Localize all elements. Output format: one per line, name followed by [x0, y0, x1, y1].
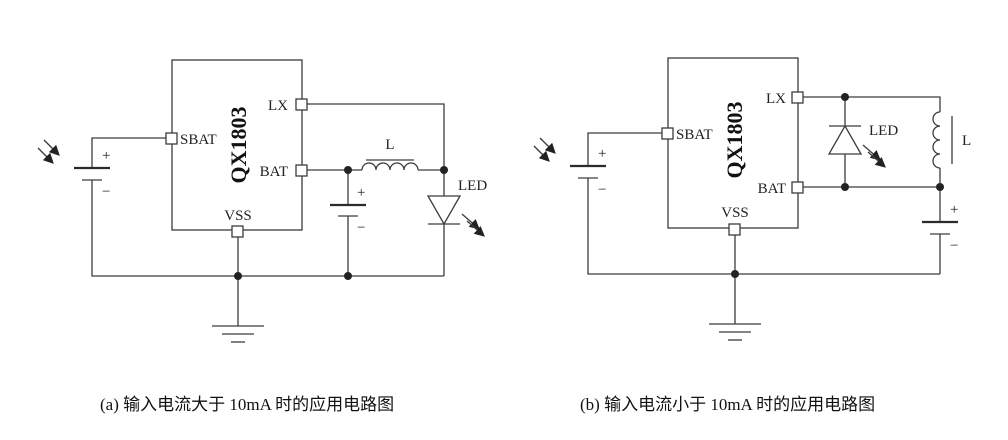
- pin-b-sbat: [661, 127, 674, 140]
- pin-a-sbat: [165, 132, 178, 145]
- svg-text:−: −: [357, 220, 365, 236]
- pin-b-lx: [791, 91, 804, 104]
- light-arrow-b2: [539, 137, 556, 154]
- inductor-b-label: L: [962, 133, 971, 149]
- pin-a-bat: [295, 164, 308, 177]
- pin-b-sbat-label: SBAT: [676, 127, 713, 143]
- led-b: [827, 124, 863, 155]
- inductor-b: [932, 111, 941, 169]
- svg-text:−: −: [598, 182, 606, 198]
- svg-text:−: −: [950, 238, 958, 254]
- inductor-a-label: L: [385, 137, 394, 153]
- svg-text:−: −: [102, 184, 110, 200]
- pin-b-bat: [791, 181, 804, 194]
- pin-b-vss-label: VSS: [721, 205, 749, 221]
- light-arrow-a1: [37, 147, 54, 164]
- led-a: [426, 195, 462, 226]
- pin-a-vss-label: VSS: [224, 208, 252, 224]
- led-b-label: LED: [869, 123, 898, 139]
- chip-a-label: QX1803: [226, 107, 251, 184]
- inductor-a: [361, 162, 419, 171]
- pin-b-vss: [728, 223, 741, 236]
- pin-a-vss: [231, 225, 244, 238]
- circuit-b: QX1803 LX SBAT BAT VSS L LED + −: [533, 57, 971, 341]
- pin-a-sbat-label: SBAT: [180, 132, 217, 148]
- light-arrow-b1: [533, 145, 550, 162]
- light-arrow-a2: [43, 139, 60, 156]
- caption-b: (b) 输入电流小于 10mA 时的应用电路图: [580, 395, 875, 414]
- pin-a-lx-label: LX: [268, 98, 288, 114]
- led-a-label: LED: [458, 178, 487, 194]
- wire-a-lx: [307, 103, 445, 170]
- caption-a: (a) 输入电流大于 10mA 时的应用电路图: [100, 395, 394, 414]
- chip-b-label: QX1803: [722, 102, 747, 179]
- svg-text:+: +: [357, 185, 365, 201]
- pin-b-bat-label: BAT: [758, 181, 786, 197]
- svg-text:+: +: [598, 146, 606, 162]
- pin-a-bat-label: BAT: [260, 164, 288, 180]
- pin-b-lx-label: LX: [766, 91, 786, 107]
- svg-text:+: +: [950, 202, 958, 218]
- circuit-a: QX1803 LX SBAT BAT VSS L LED + −: [37, 59, 487, 343]
- svg-text:+: +: [102, 148, 110, 164]
- pin-a-lx: [295, 98, 308, 111]
